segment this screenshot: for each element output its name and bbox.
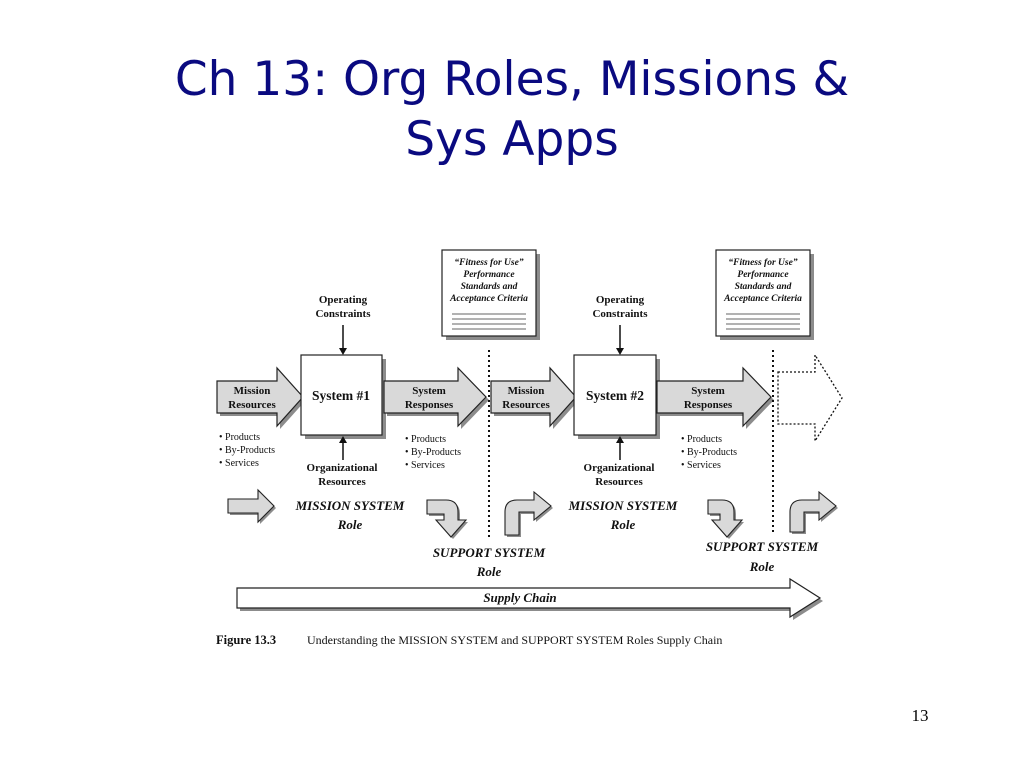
- outputs-2-by-products: • By-Products: [405, 447, 461, 458]
- organizational-resources-2: Organizational Resources: [584, 436, 655, 488]
- outputs-3-by-products: • By-Products: [681, 447, 737, 458]
- mission-turn-up-arrow-2: [789, 490, 838, 534]
- support-system-role-1-line-1: SUPPORT SYSTEM: [433, 545, 546, 560]
- outputs-2-services: • Services: [405, 460, 445, 471]
- system-responses-arrow-1: System Responses: [383, 366, 489, 429]
- fitness-for-use-box-1: “Fitness for Use” Performance Standards …: [441, 249, 540, 340]
- organizational-resources-2-line-1: Organizational: [584, 462, 655, 474]
- fitness-1-line-1: “Fitness for Use”: [454, 257, 523, 268]
- mission-system-role-2: MISSION SYSTEM Role: [568, 498, 678, 532]
- fitness-for-use-box-2: “Fitness for Use” Performance Standards …: [715, 249, 814, 340]
- support-system-role-2: SUPPORT SYSTEM Role: [706, 539, 819, 574]
- system-responses-2-line-1: System: [691, 385, 725, 397]
- fitness-2-line-2: Performance: [737, 270, 789, 280]
- outputs-list-1: • Products • By-Products • Services: [219, 432, 275, 469]
- fitness-2-line-1: “Fitness for Use”: [728, 257, 797, 268]
- system-responses-1-line-2: Responses: [405, 399, 454, 411]
- slide-title: Ch 13: Org Roles, Missions & Sys Apps: [0, 50, 1024, 170]
- mission-resources-label-1-line-1: Mission: [234, 385, 271, 397]
- continuation-arrow: [777, 352, 843, 444]
- fitness-1-line-2: Performance: [463, 270, 515, 280]
- mission-resources-label-2-line-1: Mission: [508, 385, 545, 397]
- organizational-resources-1: Organizational Resources: [307, 436, 378, 488]
- fitness-2-line-4: Acceptance Criteria: [723, 294, 802, 304]
- supply-chain-arrow: Supply Chain: [236, 577, 823, 620]
- outputs-1-products: • Products: [219, 432, 260, 443]
- figure-caption: Figure 13.3 Understanding the MISSION SY…: [216, 633, 722, 647]
- outputs-list-2: • Products • By-Products • Services: [405, 434, 461, 471]
- outputs-2-products: • Products: [405, 434, 446, 445]
- system-responses-2-line-2: Responses: [684, 399, 733, 411]
- mission-system-role-2-line-2: Role: [610, 517, 636, 532]
- support-turn-down-arrow-1: [426, 499, 468, 539]
- mission-system-role-1-line-2: Role: [337, 517, 363, 532]
- fitness-2-line-3: Standards and: [735, 282, 792, 292]
- operating-constraints-2-line-2: Constraints: [592, 308, 648, 320]
- mission-system-role-1: MISSION SYSTEM Role: [295, 498, 405, 532]
- outputs-list-3: • Products • By-Products • Services: [681, 434, 737, 471]
- organizational-resources-1-line-2: Resources: [318, 476, 366, 488]
- support-system-role-2-line-1: SUPPORT SYSTEM: [706, 539, 819, 554]
- operating-constraints-1-line-2: Constraints: [315, 308, 371, 320]
- mission-turn-up-arrow-1: [504, 490, 553, 537]
- figure-caption-label: Figure 13.3: [216, 633, 276, 647]
- outputs-1-services: • Services: [219, 458, 259, 469]
- fitness-1-line-4: Acceptance Criteria: [449, 294, 528, 304]
- fitness-1-line-3: Standards and: [461, 282, 518, 292]
- mission-resources-arrow-2: Mission Resources: [490, 366, 579, 429]
- mission-system-role-1-line-1: MISSION SYSTEM: [295, 498, 405, 513]
- operating-constraints-2-line-1: Operating: [596, 294, 645, 306]
- organizational-resources-2-line-2: Resources: [595, 476, 643, 488]
- mission-system-role-2-line-1: MISSION SYSTEM: [568, 498, 678, 513]
- support-system-role-1: SUPPORT SYSTEM Role: [433, 545, 546, 579]
- mission-resources-label-2-line-2: Resources: [502, 399, 550, 411]
- figure-caption-text: Understanding the MISSION SYSTEM and SUP…: [307, 633, 722, 647]
- organizational-resources-1-line-1: Organizational: [307, 462, 378, 474]
- mission-resources-label-1-line-2: Resources: [228, 399, 276, 411]
- slide-title-line-1: Ch 13: Org Roles, Missions &: [174, 52, 850, 107]
- support-turn-down-arrow-2: [707, 499, 744, 539]
- support-system-role-1-line-2: Role: [476, 564, 502, 579]
- system-1-box: System #1: [300, 354, 386, 439]
- outputs-3-services: • Services: [681, 460, 721, 471]
- mission-system-arrow-1: [227, 488, 276, 524]
- slide-number: 13: [911, 706, 929, 725]
- supply-chain-label: Supply Chain: [483, 590, 556, 605]
- system-responses-arrow-2: System Responses: [656, 366, 774, 429]
- system-responses-1-line-1: System: [412, 385, 446, 397]
- slide-title-line-2: Sys Apps: [405, 112, 619, 167]
- mission-resources-arrow-1: Mission Resources: [216, 366, 306, 429]
- outputs-3-products: • Products: [681, 434, 722, 445]
- outputs-1-by-products: • By-Products: [219, 445, 275, 456]
- operating-constraints-1-line-1: Operating: [319, 294, 368, 306]
- support-system-role-2-line-2: Role: [749, 559, 775, 574]
- system-2-label: System #2: [586, 388, 644, 403]
- system-1-label: System #1: [312, 388, 370, 403]
- operating-constraints-1: Operating Constraints: [315, 294, 371, 355]
- system-2-box: System #2: [573, 354, 660, 439]
- operating-constraints-2: Operating Constraints: [592, 294, 648, 355]
